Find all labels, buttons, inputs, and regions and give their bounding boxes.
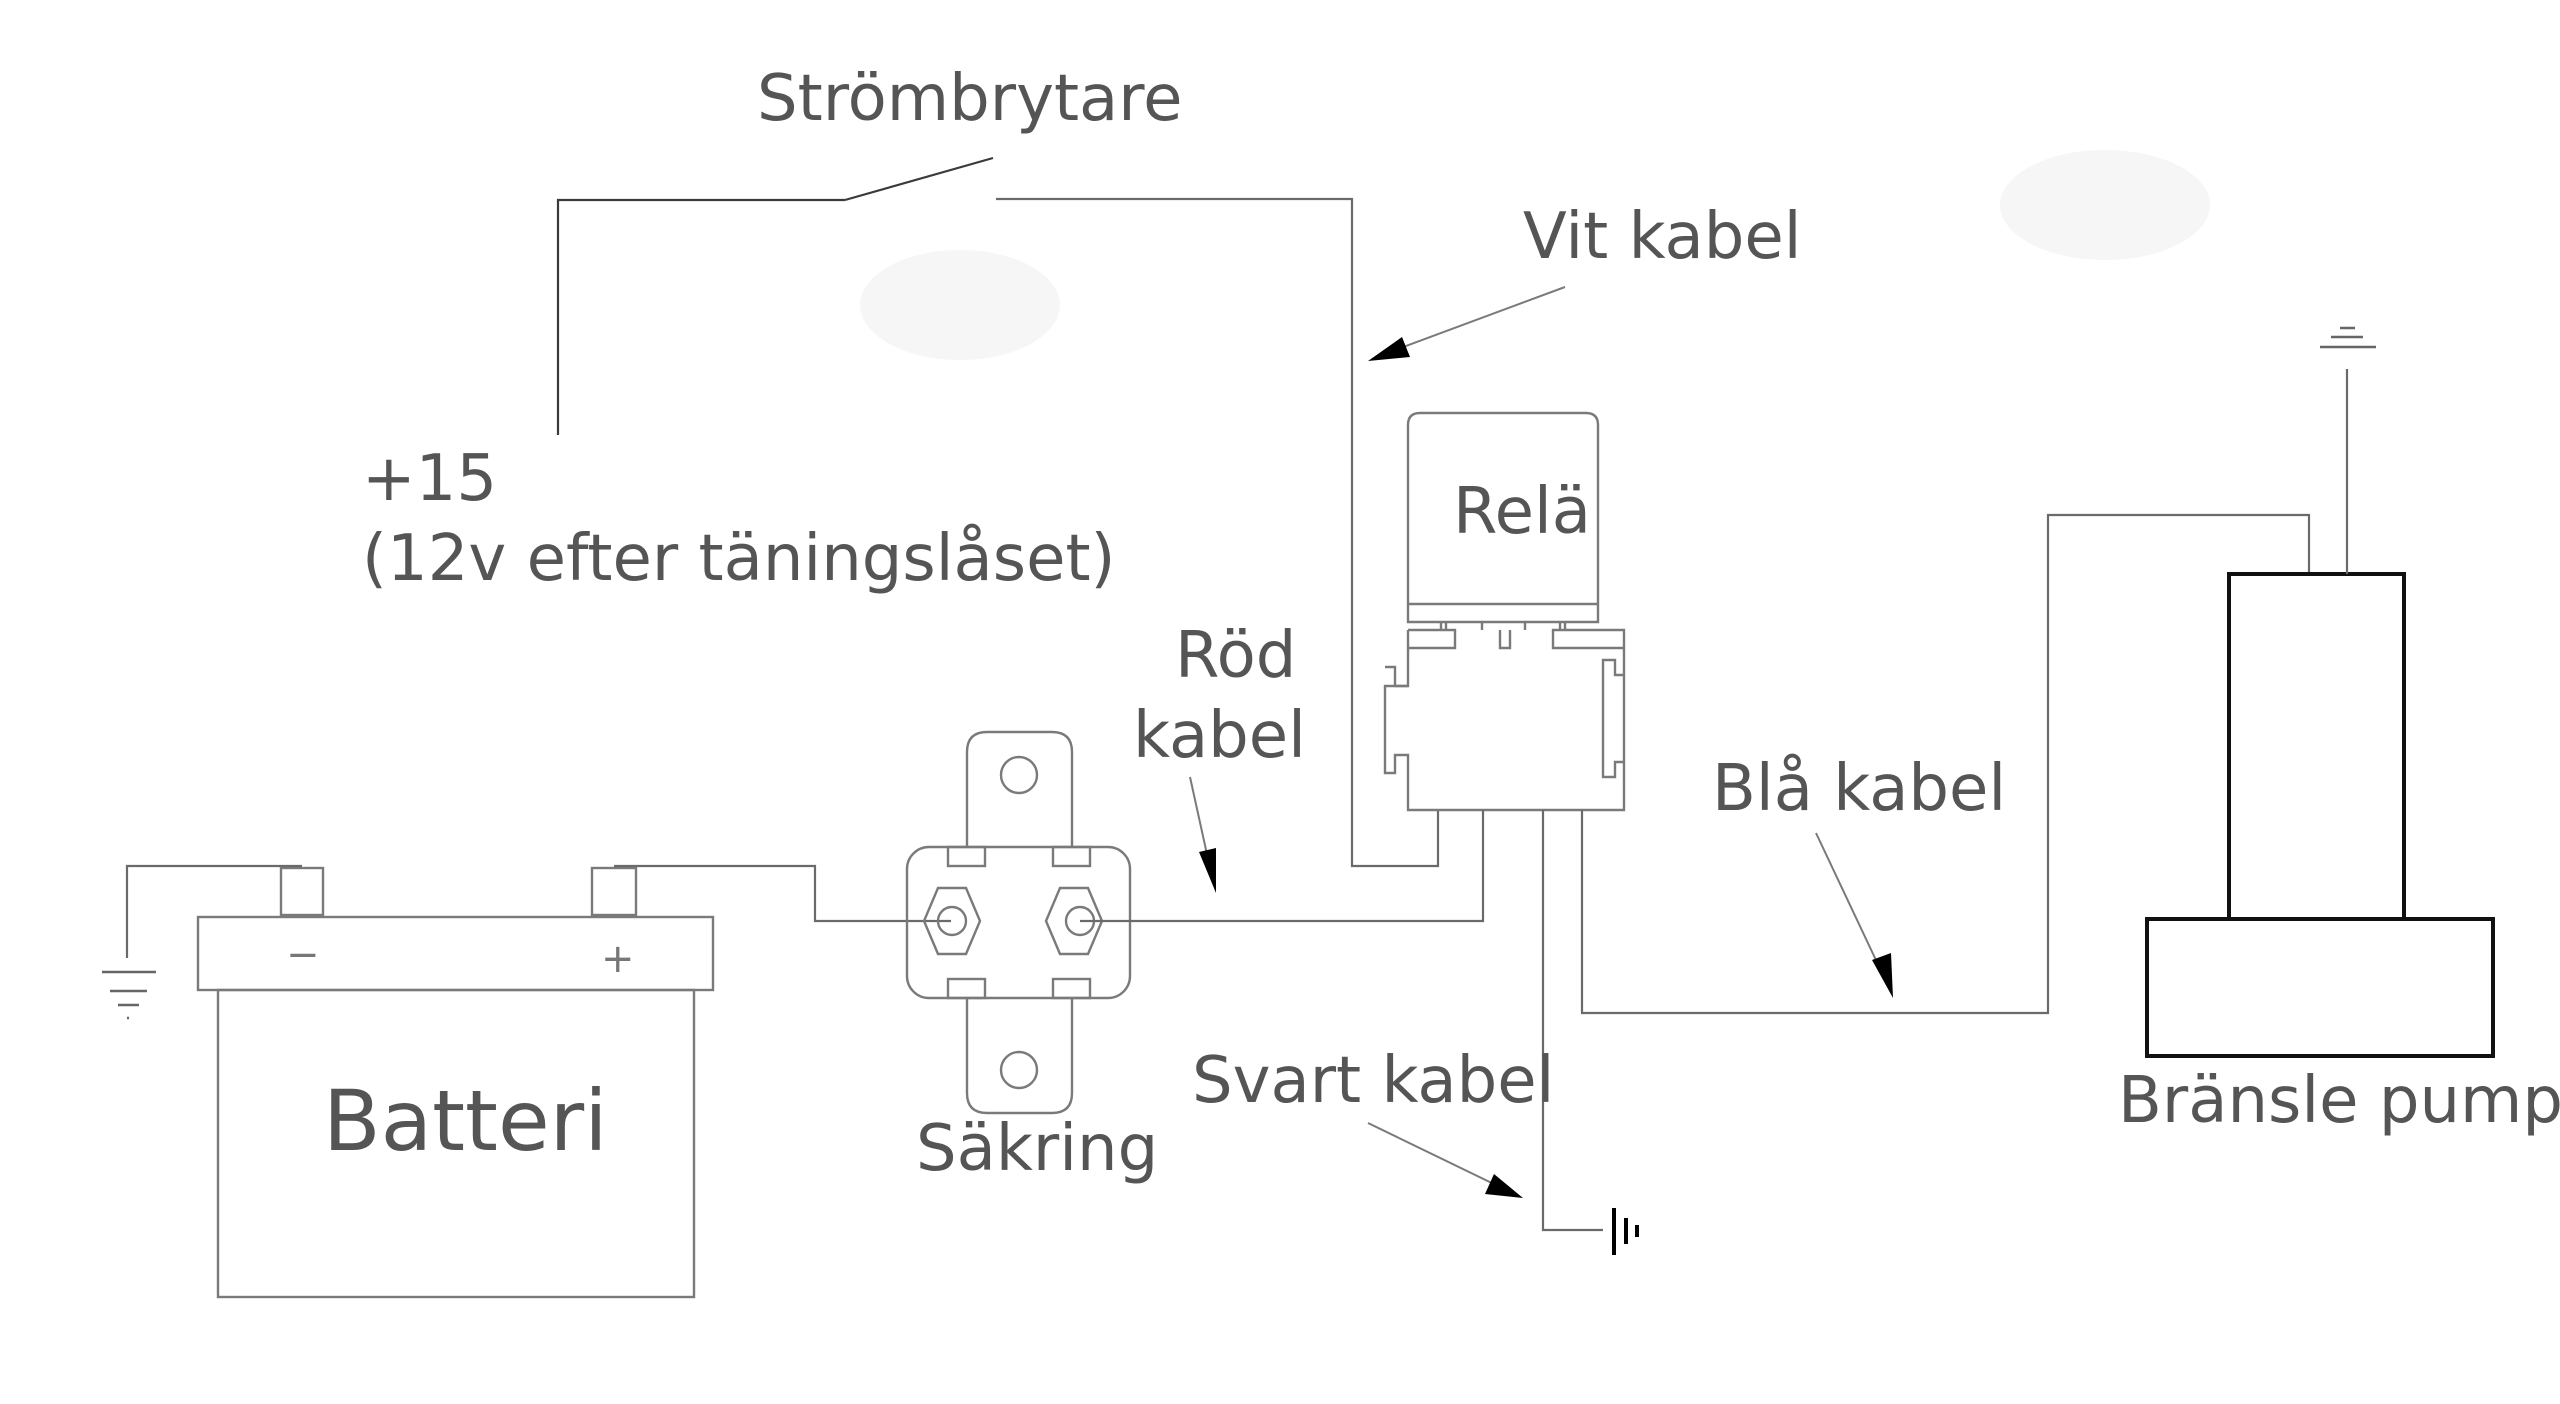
fuel-pump [2145, 572, 2495, 1058]
red-cable-wire [1080, 810, 1485, 923]
battery-positive-sign: + [601, 936, 635, 982]
battery-ground-wire [125, 864, 302, 958]
red-cable-label-line2: kabel [1133, 699, 1306, 773]
blue-cable-wire [1580, 513, 2311, 1015]
ground-icon [1612, 1208, 1639, 1255]
watermark [2000, 150, 2210, 260]
relay [1383, 411, 1626, 812]
battery-lid [196, 915, 715, 992]
ground-icon [2320, 326, 2376, 349]
fuse-label: Säkring [916, 1112, 1158, 1186]
black-cable-wire [1541, 810, 1603, 1232]
switch-label: Strömbrytare [757, 62, 1183, 136]
fuel-pump-label: Bränsle pump [2118, 1064, 2560, 1138]
battery-negative-terminal [279, 866, 325, 917]
switch [556, 156, 1440, 868]
fuse-nut-left [922, 886, 982, 956]
battery-positive-wire [614, 864, 951, 923]
blue-cable-label: Blå kabel [1712, 752, 2006, 826]
switch-lever [844, 156, 994, 202]
red-cable-arrow [1189, 776, 1216, 893]
fuel-pump-base [2145, 917, 2495, 1058]
battery-negative-sign: − [286, 932, 320, 978]
white-cable-label: Vit kabel [1523, 200, 1802, 274]
ignition-wire [556, 198, 845, 435]
fuse-bottom-tab [965, 998, 1074, 1115]
fuse-top-tab [965, 730, 1074, 847]
battery [196, 866, 715, 1299]
ignition-label: +15 [362, 442, 497, 516]
white-cable-arrow [1368, 286, 1566, 361]
fuse [905, 730, 1132, 1115]
battery-positive-terminal [590, 866, 638, 917]
relay-base [1383, 628, 1626, 812]
blue-cable-arrow [1815, 832, 1893, 998]
battery-label: Batteri [323, 1072, 608, 1170]
ignition-note: (12v efter täningslåset) [362, 522, 1116, 596]
relay-coil-housing [1406, 411, 1600, 624]
fuel-pump-motor [2227, 572, 2406, 921]
watermark [860, 250, 1060, 360]
red-cable-label-line1: Röd [1175, 619, 1296, 693]
battery-body [216, 988, 696, 1299]
relay-label: Relä [1453, 475, 1591, 549]
ground-icon [102, 970, 156, 1020]
black-cable-arrow [1367, 1122, 1523, 1198]
black-cable-label: Svart kabel [1192, 1044, 1554, 1118]
white-cable-wire [996, 197, 1440, 868]
fuse-body [905, 845, 1132, 1000]
